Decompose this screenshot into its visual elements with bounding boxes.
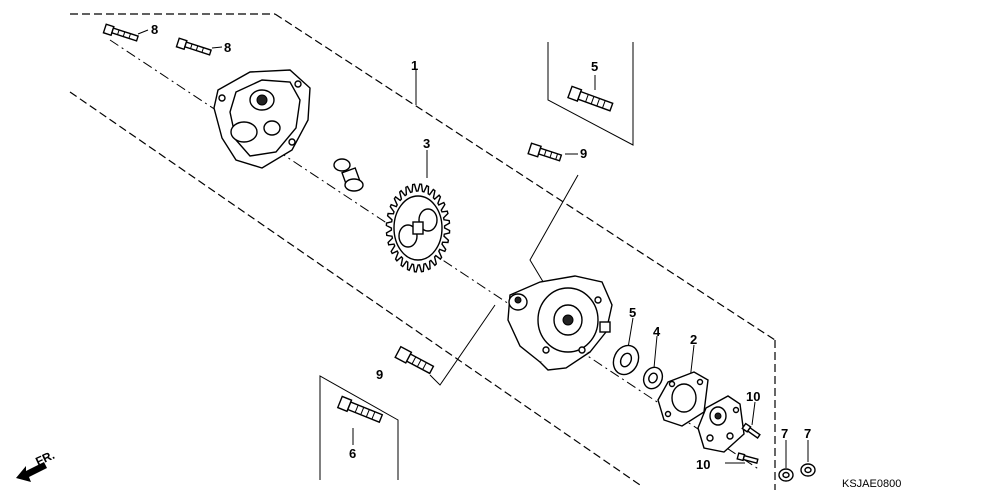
dowel-pin-icon[interactable] [333, 158, 364, 192]
bolt-6-box [319, 375, 399, 480]
screw-10-upper-icon[interactable] [741, 422, 761, 439]
pump-cover-icon[interactable] [213, 69, 311, 169]
thrust-washer-icon[interactable] [609, 341, 643, 378]
callout-9-lower: 9 [376, 367, 383, 382]
pump-gear-icon[interactable] [385, 183, 451, 273]
bolt-5-icon[interactable] [567, 85, 614, 112]
callout-7-right: 7 [804, 426, 811, 441]
callout-6: 6 [349, 446, 356, 461]
callout-9-upper: 9 [580, 146, 587, 161]
callout-3: 3 [423, 136, 430, 151]
callout-1: 1 [411, 58, 418, 73]
callout-5-bolt: 5 [591, 59, 598, 74]
front-label: FR. [33, 448, 56, 469]
callout-5-washer: 5 [629, 305, 636, 320]
callout-4: 4 [653, 324, 661, 339]
inner-rotor-icon[interactable] [640, 364, 666, 392]
callout-7-left: 7 [781, 426, 788, 441]
bolt-9-upper-icon[interactable] [527, 142, 563, 163]
callout-10-lower: 10 [696, 457, 710, 472]
bolt-9-lower-icon[interactable] [394, 345, 435, 375]
washer-7-right-icon[interactable] [800, 463, 816, 477]
pump-cover-plate-icon[interactable] [697, 395, 745, 453]
bolt-5-box [547, 42, 634, 146]
screw-10-lower-icon[interactable] [736, 452, 759, 464]
washer-7-left-icon[interactable] [778, 468, 794, 482]
pump-body-icon[interactable] [507, 275, 613, 371]
bolt-8-lower-icon[interactable] [175, 37, 212, 57]
pump-gasket-icon[interactable] [657, 371, 709, 427]
bolt-8-upper-icon[interactable] [102, 23, 139, 43]
front-arrow-icon [16, 462, 47, 482]
callout-8-upper: 8 [151, 22, 158, 37]
bolt-6-icon[interactable] [336, 395, 384, 424]
callout-8-lower: 8 [224, 40, 231, 55]
callout-10-upper: 10 [746, 389, 760, 404]
callout-2: 2 [690, 332, 697, 347]
part-code: KSJAE0800 [842, 478, 901, 490]
